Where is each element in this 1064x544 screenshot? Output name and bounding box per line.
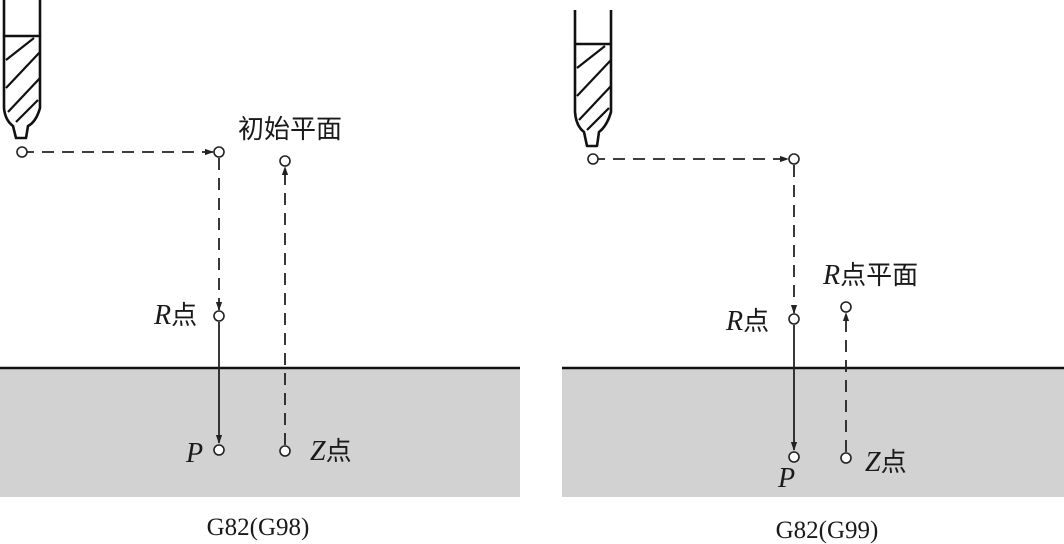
p-point [213, 444, 225, 456]
tool-start-point [587, 153, 599, 165]
retract-r-plane-point [840, 301, 852, 313]
diagram-g98: 初始平面 R点 P Z点 G82(G98) [0, 0, 520, 541]
r-point [213, 310, 225, 322]
retract-initial-plane-point [279, 155, 291, 167]
drill-tool-icon [2, 0, 42, 140]
r-point-label: R点 [725, 306, 769, 337]
z-point [840, 452, 852, 464]
workpiece-block [562, 368, 1064, 497]
z-point-label: Z点 [865, 447, 907, 478]
p-point-label: P [777, 463, 795, 494]
r-plane-label: R点平面 [822, 260, 918, 291]
caption-g99: G82(G99) [776, 517, 879, 544]
z-point [279, 445, 291, 457]
initial-plane-label: 初始平面 [238, 115, 342, 145]
drill-tool-icon [573, 10, 613, 148]
caption-g98: G82(G98) [207, 514, 310, 541]
initial-plane-point [213, 146, 225, 158]
initial-plane-point [788, 153, 800, 165]
r-point [788, 313, 800, 325]
tool-start-point [16, 146, 28, 158]
p-point-label: P [185, 438, 203, 469]
diagram-g99: R点平面 R点 P Z点 G82(G99) [562, 10, 1064, 544]
z-point-label: Z点 [310, 436, 352, 467]
p-point [788, 451, 800, 463]
workpiece-block [0, 368, 520, 497]
r-point-label: R点 [153, 300, 197, 331]
